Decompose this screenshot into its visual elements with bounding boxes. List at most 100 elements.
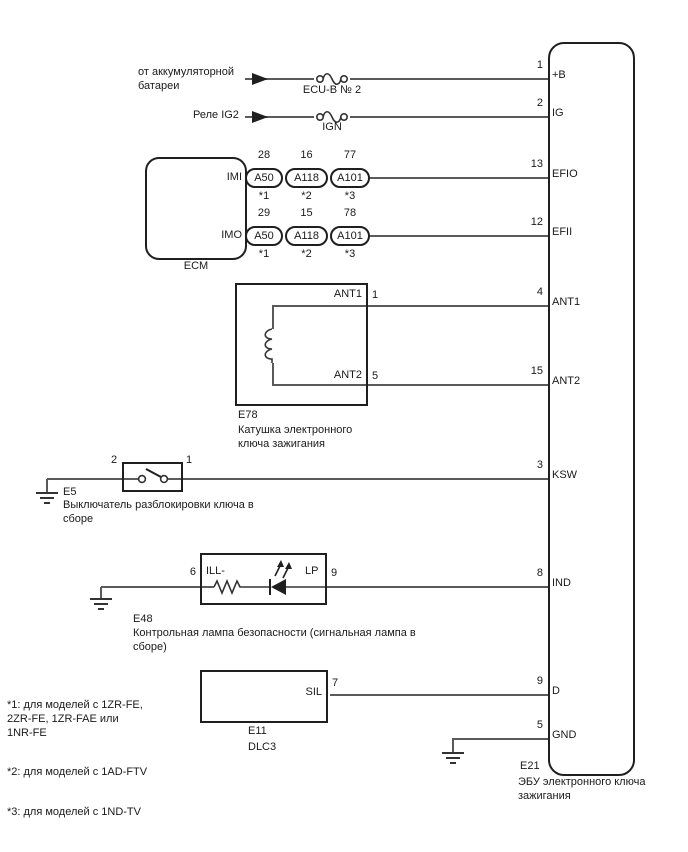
e48-pin-left-number: 6: [189, 566, 196, 578]
e21-pin-label: D: [552, 685, 560, 697]
resistor-icon: [213, 578, 244, 596]
e21-pin-number: 12: [530, 216, 543, 228]
connector-footnote-ref: *3: [344, 190, 356, 202]
e5-pin-right-number: 1: [186, 454, 193, 466]
ecm-pin-imo-label: IMO: [221, 229, 242, 241]
connector-label: A50: [254, 172, 274, 184]
e21-pin-number: 1: [536, 59, 543, 71]
e48-block: [200, 553, 327, 605]
led-icon: [271, 579, 286, 595]
ground-drop-e48: [100, 587, 102, 598]
connector-label: A50: [254, 230, 274, 242]
wire-ant1: [272, 305, 548, 307]
flow-arrow-icon: [252, 111, 268, 123]
e11-code: E11: [248, 725, 267, 737]
e21-pin-number: 4: [536, 286, 543, 298]
connector-footnote-ref: *3: [344, 248, 356, 260]
connector-pin-number: 15: [300, 207, 313, 219]
fuse-ecub-label: ECU-B № 2: [302, 84, 362, 96]
ground-icon: [36, 492, 58, 504]
wire-sil-d: [330, 694, 548, 696]
wire-ant2: [272, 384, 548, 386]
ground-drop-gnd: [452, 738, 454, 752]
connector-label: A118: [294, 172, 319, 184]
e78-description-line2: ключа зажигания: [238, 438, 325, 450]
e11-sil-label: SIL: [305, 686, 322, 698]
flow-arrow-icon: [252, 73, 268, 85]
fuse-icon: [314, 69, 350, 89]
e48-pin-right-number: 9: [331, 567, 338, 579]
e21-pin-label: ANT2: [552, 375, 581, 387]
connector-label: A118: [294, 230, 319, 242]
e11-block: [200, 670, 328, 723]
coil-icon: [264, 328, 276, 363]
e21-code: E21: [520, 760, 540, 772]
e5-description-line2: сборе: [63, 513, 94, 525]
e78-ant2-pin-number: 5: [372, 370, 379, 382]
footnote-1-line1: *1: для моделей с 1ZR-FE,: [7, 699, 143, 711]
e5-description-line1: Выключатель разблокировки ключа в: [63, 499, 254, 511]
connector-pin-number: 29: [257, 207, 271, 219]
connector-label: A101: [337, 230, 363, 242]
e5-block: [122, 462, 183, 492]
e21-description-line1: ЭБУ электронного ключа: [518, 776, 646, 788]
connector-a50: A50: [245, 168, 283, 188]
connector-a118: A118: [285, 168, 328, 188]
ecm-block: [145, 157, 247, 260]
e21-pin-number: 9: [536, 675, 543, 687]
connector-pin-number: 77: [343, 149, 357, 161]
ground-icon: [442, 752, 464, 764]
wire-ksw: [47, 478, 548, 480]
e21-pin-number: 2: [536, 97, 543, 109]
footnote-1-line3: 1NR-FE: [7, 727, 47, 739]
connector-a118: A118: [285, 226, 328, 246]
e78-ant2-label: ANT2: [333, 369, 362, 381]
e48-description-line1: Контрольная лампа безопасности (сигнальн…: [133, 627, 416, 639]
e48-code: E48: [133, 613, 153, 625]
battery-source-label-line2: батареи: [138, 80, 180, 92]
wire-efii: [370, 235, 548, 237]
e21-pin-number: 8: [536, 567, 543, 579]
connector-a101: A101: [330, 226, 370, 246]
ground-icon: [90, 598, 112, 610]
e78-code: E78: [238, 409, 258, 421]
ecm-pin-imi-label: IMI: [226, 171, 242, 183]
connector-a101: A101: [330, 168, 370, 188]
e11-description: DLC3: [248, 741, 277, 753]
ecm-block-label: ECM: [183, 260, 209, 272]
e5-pin-left-number: 2: [111, 454, 118, 466]
e21-description-line2: зажигания: [518, 790, 571, 802]
e48-lp-label: LP: [305, 565, 319, 577]
lamp-circuit: [202, 560, 325, 596]
wire-efio: [370, 177, 548, 179]
ground-drop-e5: [46, 479, 48, 492]
e21-pin-label: EFII: [552, 226, 573, 238]
e21-pin-number: 13: [530, 158, 543, 170]
e21-pin-label: ANT1: [552, 296, 581, 308]
relay-ig2-label: Реле IG2: [193, 109, 239, 121]
connector-pin-number: 28: [257, 149, 271, 161]
e48-description-line2: сборе): [133, 641, 167, 653]
footnote-1-line2: 2ZR-FE, 1ZR-FAE или: [7, 713, 119, 725]
footnote-3: *3: для моделей с 1ND-TV: [7, 806, 141, 818]
battery-source-label-line1: от аккумуляторной: [138, 66, 235, 78]
e78-description-line1: Катушка электронного: [238, 424, 353, 436]
e21-pin-label: IG: [552, 107, 564, 119]
e11-pin-number: 7: [332, 677, 339, 689]
fuse-icon: [314, 107, 350, 127]
connector-footnote-ref: *1: [258, 190, 270, 202]
connector-footnote-ref: *1: [258, 248, 270, 260]
e21-pin-label: IND: [552, 577, 571, 589]
connector-pin-number: 16: [300, 149, 313, 161]
wire-gnd: [453, 738, 548, 740]
e21-pin-label: KSW: [552, 469, 578, 481]
e78-block: [235, 283, 368, 406]
e21-pin-label: EFIO: [552, 168, 578, 180]
e48-ill-label: ILL-: [206, 565, 225, 577]
e21-pin-label: +B: [552, 69, 566, 81]
fuse-ign-label: IGN: [322, 121, 342, 133]
wire-ig: [245, 116, 548, 118]
connector-a50: A50: [245, 226, 283, 246]
e21-pin-number: 15: [530, 365, 543, 377]
